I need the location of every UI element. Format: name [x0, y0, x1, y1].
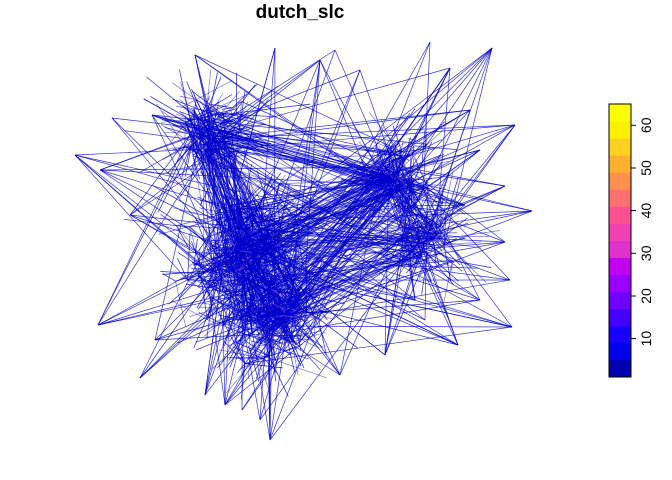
colorbar-swatch	[609, 172, 631, 190]
network-edges	[74, 41, 533, 441]
colorbar-swatch	[609, 223, 631, 241]
colorbar-tick-label: 50	[638, 160, 654, 176]
colorbar-tick-label: 40	[638, 203, 654, 219]
colorbar-swatch	[609, 189, 631, 207]
colorbar-tick-label: 20	[638, 288, 654, 304]
colorbar-tick-label: 60	[638, 117, 654, 133]
colorbar-swatch	[609, 121, 631, 139]
colorbar-swatch	[609, 104, 631, 122]
colorbar-tick-label: 10	[638, 331, 654, 347]
colorbar-tick-label: 30	[638, 245, 654, 261]
colorbar-swatch	[609, 308, 631, 327]
chart-title: dutch_slc	[255, 2, 345, 23]
colorbar-swatch	[609, 257, 631, 276]
colorbar-legend: 10 20 30 40 50 60	[608, 103, 654, 378]
colorbar-swatch	[609, 325, 631, 344]
colorbar-swatch	[609, 206, 631, 224]
colorbar-swatch	[609, 342, 631, 361]
colorbar-swatch	[609, 155, 631, 173]
colorbar-swatch	[609, 359, 631, 378]
colorbar-swatch	[609, 274, 631, 293]
colorbar-swatch	[609, 240, 631, 259]
colorbar-swatch	[609, 138, 631, 156]
colorbar-frame	[608, 103, 632, 378]
colorbar-swatch	[609, 291, 631, 310]
